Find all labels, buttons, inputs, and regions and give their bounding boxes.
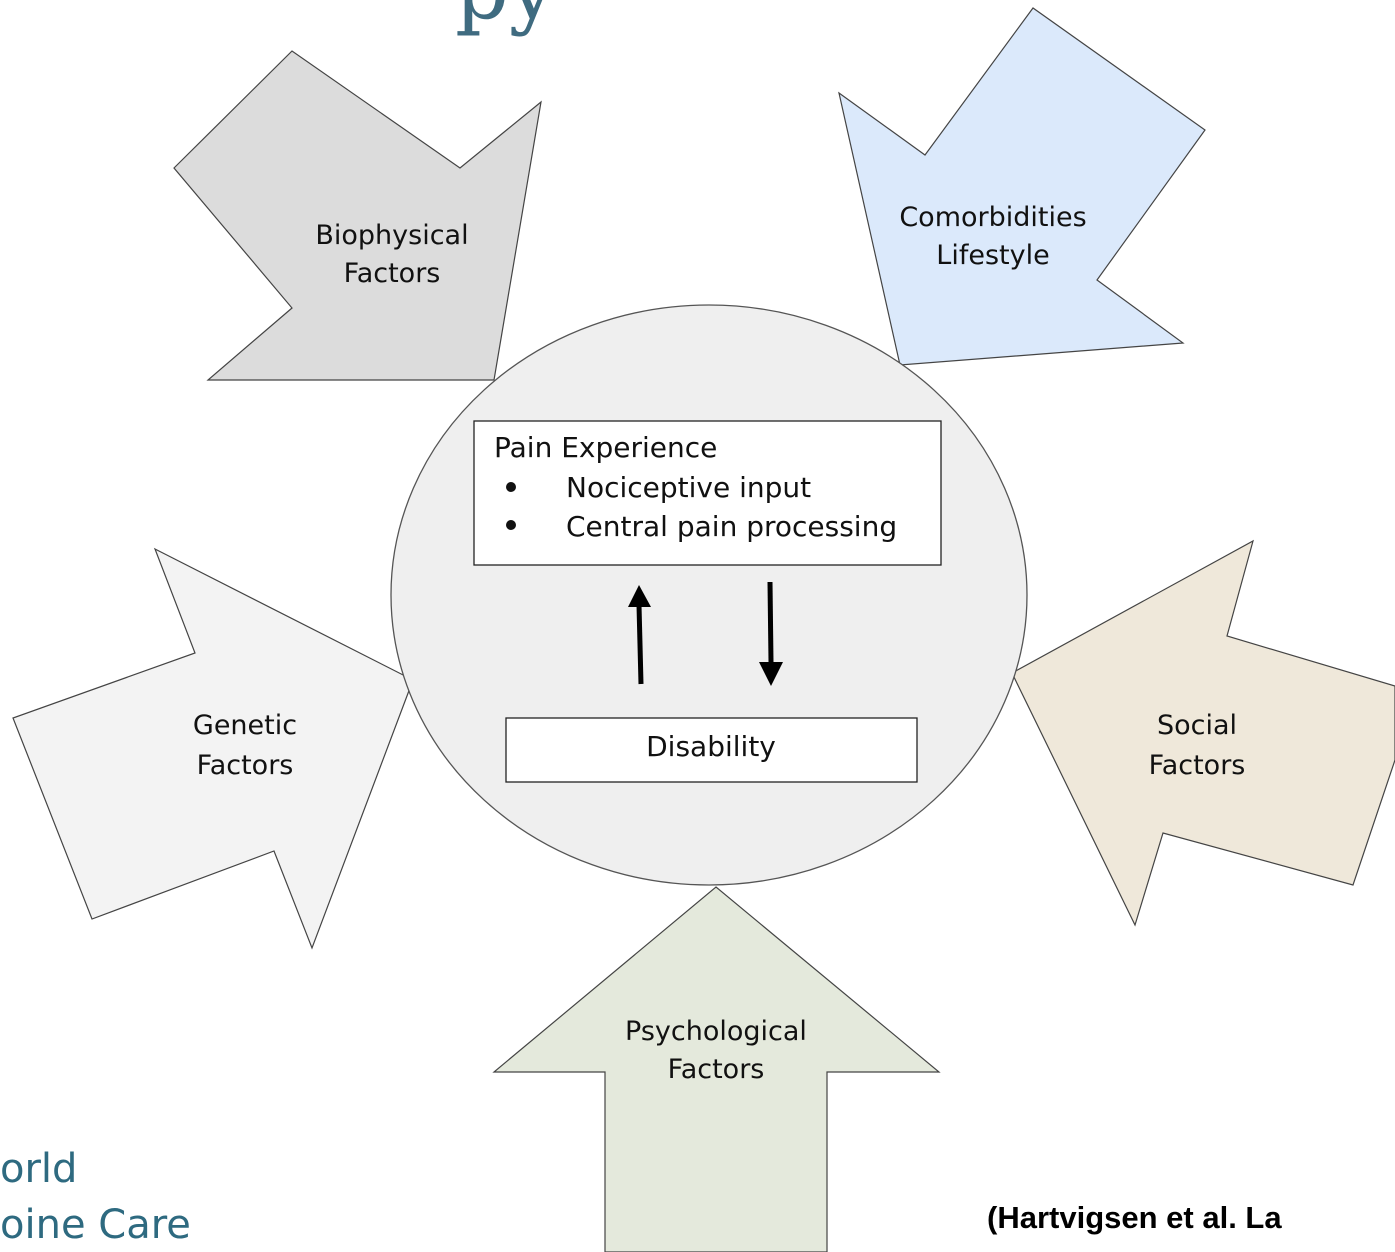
disability-box: Disability xyxy=(505,717,918,783)
bullet-icon xyxy=(506,482,516,492)
logo-line1: orld xyxy=(0,1146,77,1192)
psychological-label-line1: Psychological xyxy=(625,1016,807,1047)
comorbidities-lifestyle-arrow: Comorbidities Lifestyle xyxy=(838,7,1206,366)
biophysical-label-line2: Factors xyxy=(344,258,441,289)
pain-experience-box: Pain Experience Nociceptive input Centra… xyxy=(473,420,942,566)
psychological-label-line2: Factors xyxy=(668,1054,765,1085)
genetic-arrow-shape xyxy=(12,547,414,950)
psychological-arrow-shape xyxy=(492,886,941,1252)
genetic-label-line2: Factors xyxy=(197,750,294,781)
genetic-factors-arrow: Genetic Factors xyxy=(12,547,414,950)
social-label-line1: Social xyxy=(1157,710,1237,741)
comorbidities-label-line2: Lifestyle xyxy=(936,240,1049,271)
comorbidities-label-line1: Comorbidities xyxy=(899,202,1086,233)
biophysical-arrow-shape xyxy=(173,50,542,381)
disability-label: Disability xyxy=(646,730,776,763)
title-fragment: py xyxy=(455,0,557,38)
social-arrow-shape xyxy=(1011,539,1395,927)
genetic-label-line1: Genetic xyxy=(193,710,297,741)
pain-experience-title: Pain Experience xyxy=(494,431,717,464)
social-label-line2: Factors xyxy=(1149,750,1246,781)
bullet-central-processing: Central pain processing xyxy=(566,510,897,543)
down-arrow-icon xyxy=(759,581,783,686)
bullet-icon xyxy=(506,520,516,530)
psychological-factors-arrow: Psychological Factors xyxy=(492,886,941,1252)
biophysical-label-line1: Biophysical xyxy=(315,220,468,251)
biophysical-factors-arrow: Biophysical Factors xyxy=(173,50,542,381)
pain-experience-frame xyxy=(473,420,942,566)
disability-frame xyxy=(505,717,918,783)
center-circle xyxy=(390,304,1028,886)
social-factors-arrow: Social Factors xyxy=(1011,539,1395,927)
comorbidities-arrow-shape xyxy=(838,7,1206,366)
up-arrow-icon xyxy=(628,585,651,685)
citation-text: (Hartvigsen et al. La xyxy=(987,1200,1282,1235)
logo-line2: oine Care xyxy=(0,1202,191,1248)
bullet-nociceptive: Nociceptive input xyxy=(566,471,811,504)
